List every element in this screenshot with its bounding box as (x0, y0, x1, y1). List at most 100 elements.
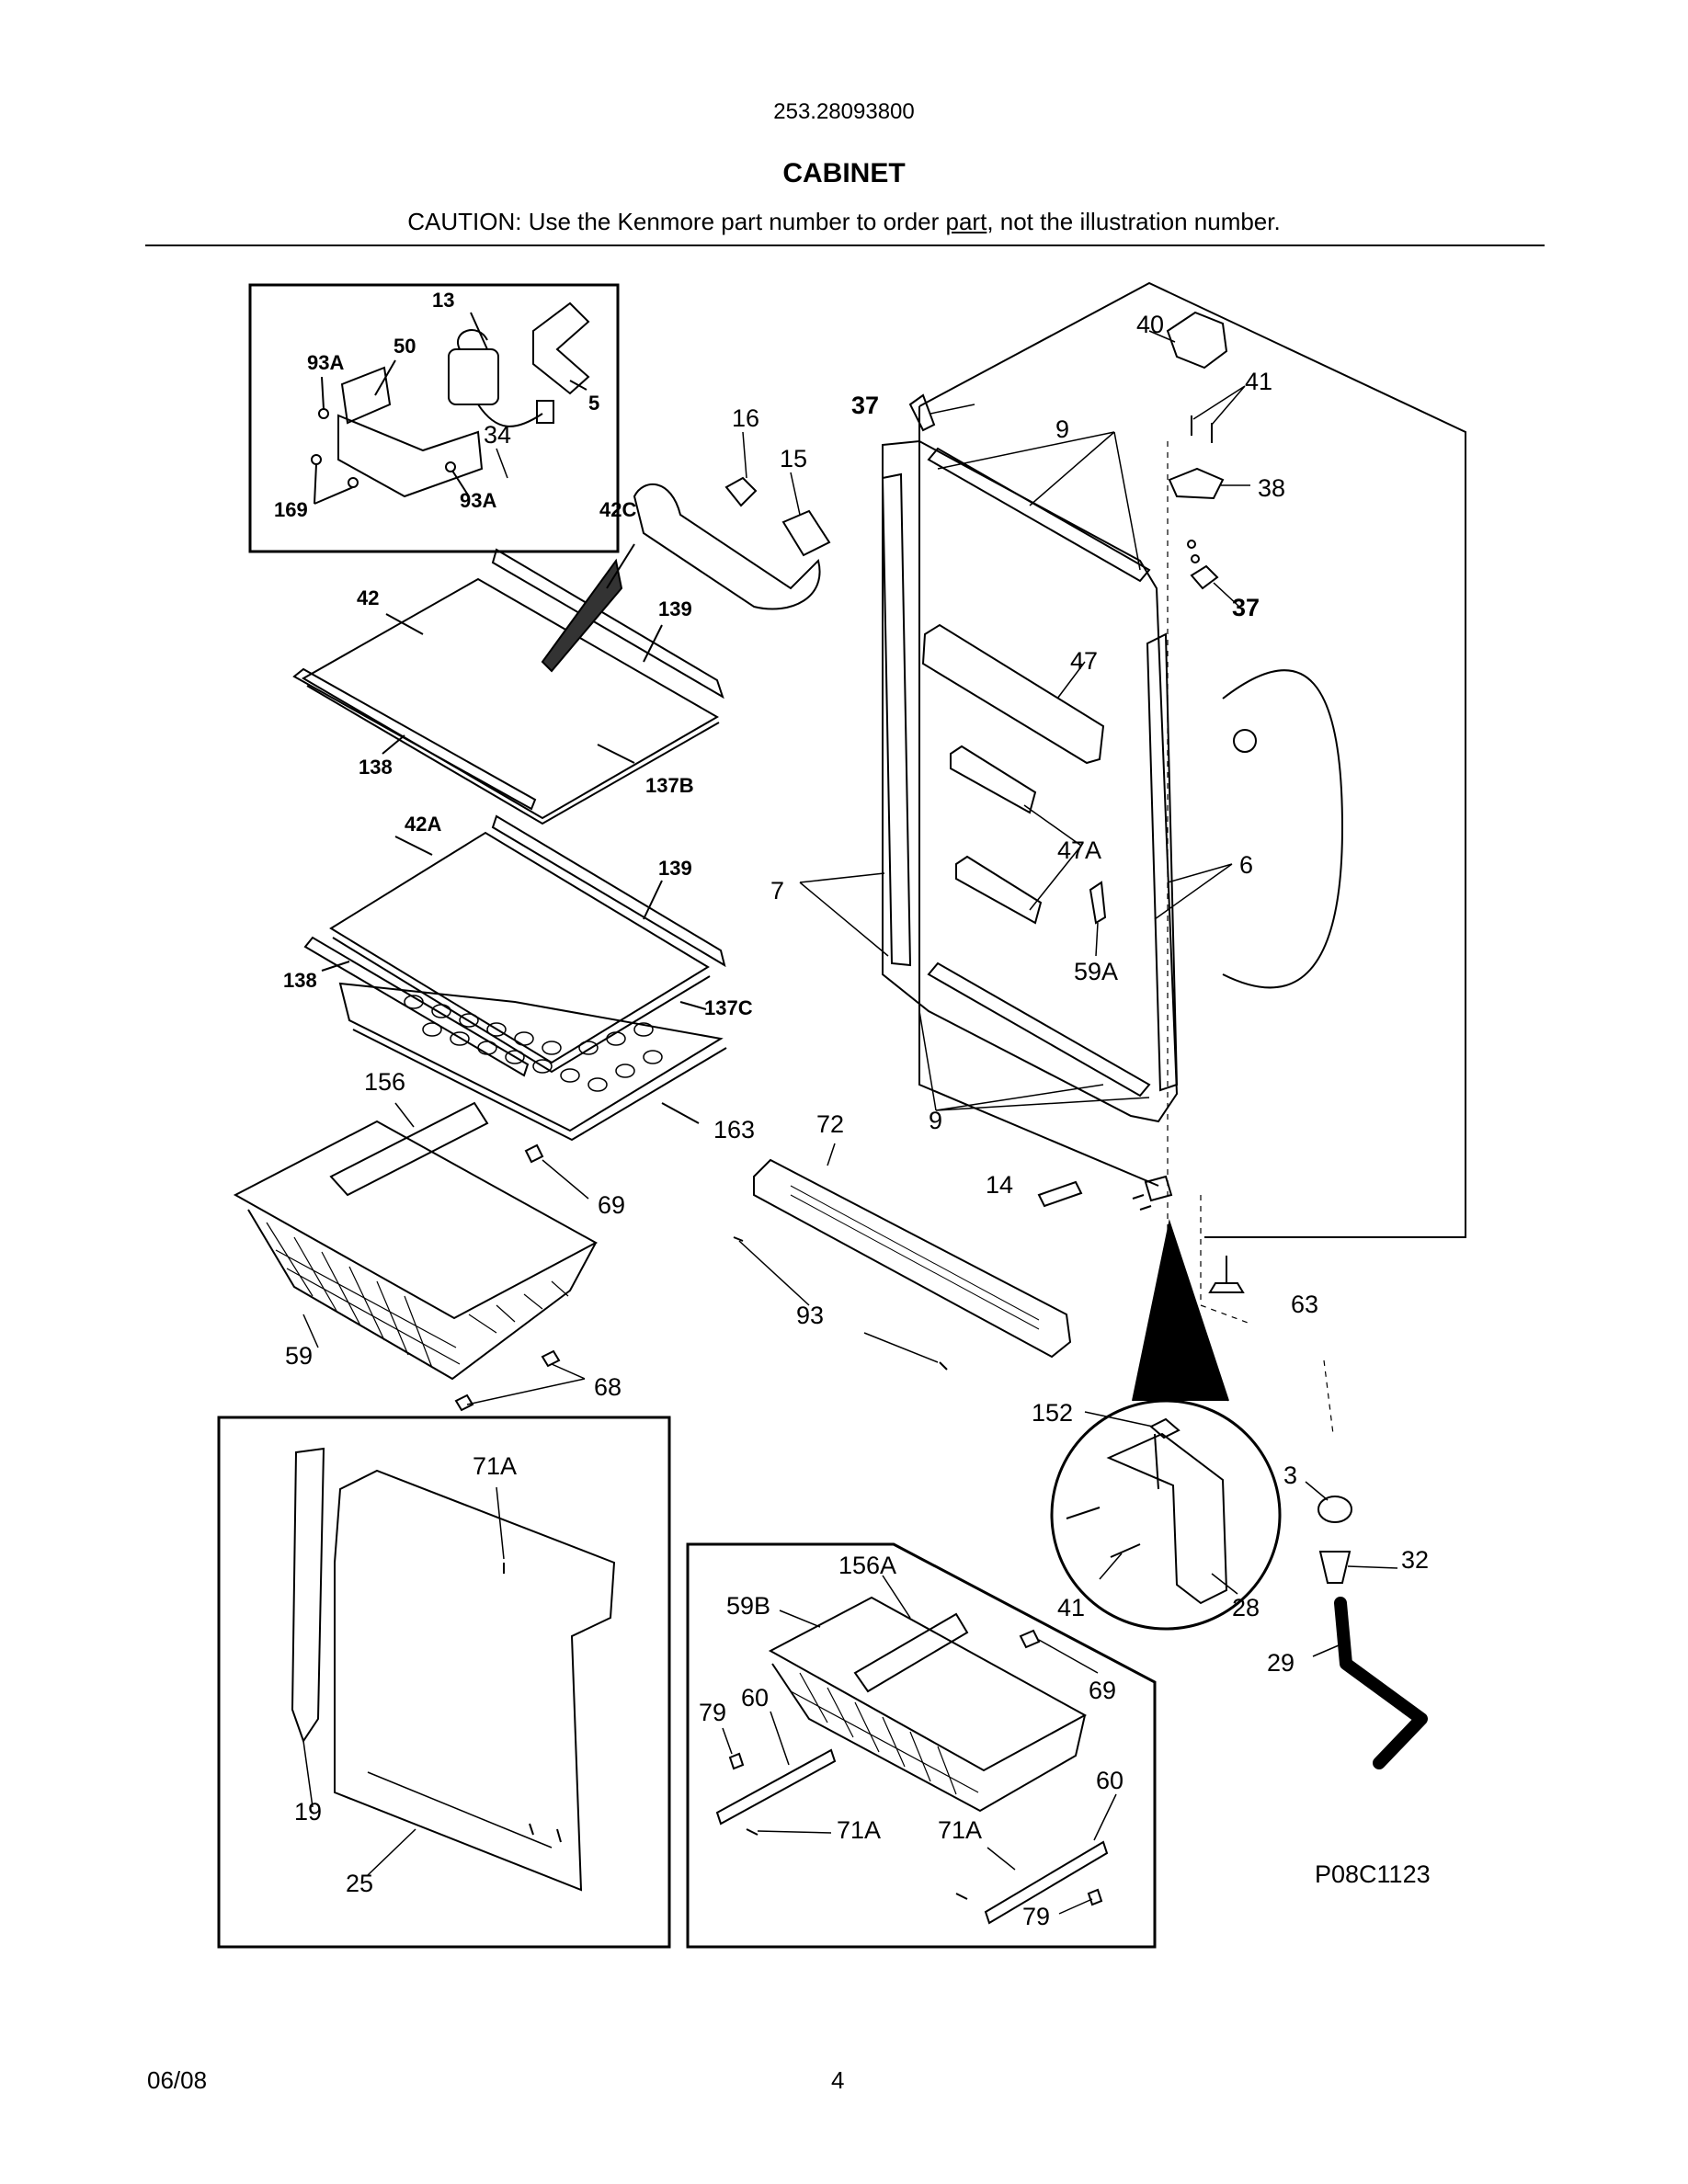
kickplate-72 (753, 1158, 1072, 1359)
callout-3: 3 (1283, 1462, 1297, 1489)
callout-9-top: 9 (1055, 415, 1069, 443)
callout-40: 40 (1136, 311, 1164, 338)
bushing-32 (1318, 1551, 1352, 1584)
shelf-163-edge (352, 1029, 727, 1142)
callout-69: 69 (598, 1191, 625, 1219)
trim-139-middle (491, 814, 726, 968)
light-shield-34 (633, 483, 821, 610)
screw-71a-bottom-b (556, 1828, 562, 1843)
callout-79-right: 79 (1022, 1903, 1050, 1930)
screw-93a (318, 408, 329, 419)
callout-28: 28 (1232, 1594, 1260, 1621)
callout-42: 42 (357, 586, 379, 609)
leg-components: 3 32 29 (1267, 1359, 1429, 1769)
callout-42c: 42C (599, 498, 636, 521)
hinge-pin (1154, 1433, 1159, 1490)
caution-prefix: CAUTION: Use the Kenmore part number to … (407, 208, 946, 235)
washer-b (1191, 554, 1200, 563)
washer-152 (1149, 1417, 1180, 1439)
callout-69-inset: 69 (1089, 1677, 1116, 1704)
fan-motor-inset: 13 93A 50 5 169 93A (248, 283, 620, 553)
callout-50: 50 (393, 335, 416, 358)
callout-71a-inset-b: 71A (938, 1816, 982, 1844)
callout-60-left: 60 (741, 1684, 769, 1712)
footer-date: 06/08 (147, 2066, 208, 2094)
motor-bracket (337, 414, 484, 498)
divider-156a (853, 1612, 969, 1693)
callout-15: 15 (780, 445, 807, 472)
lower-hinge-plate (1144, 1175, 1173, 1202)
shelf-support-47a-upper (950, 745, 1037, 814)
model-number: 253.28093800 (773, 99, 915, 124)
caution-suffix: , not the illustration number. (987, 208, 1281, 235)
breaker-9-bottom (927, 961, 1151, 1098)
fan-blade (532, 301, 590, 395)
screw-71a-inset-b (955, 1893, 968, 1900)
callout-41-detail: 41 (1057, 1594, 1085, 1621)
detail-circle (1050, 1399, 1282, 1631)
cover-slot (367, 1771, 553, 1848)
screw-93a-kick (733, 1236, 744, 1242)
callout-47a: 47A (1057, 836, 1101, 864)
callout-6: 6 (1239, 851, 1253, 879)
shelf-163 (338, 982, 724, 1132)
callout-152: 152 (1032, 1399, 1073, 1427)
cabinet-outline (918, 281, 1466, 1238)
screw-41-detail-b (1110, 1543, 1141, 1558)
motor-wires (457, 329, 488, 350)
callout-34: 34 (484, 421, 511, 449)
page-number: 4 (831, 2066, 845, 2094)
callout-59: 59 (285, 1342, 313, 1370)
rail-60-right (984, 1840, 1109, 1925)
shelf-assemblies: 42C 42 139 138 137B 42A 139 138 137C 163 (283, 498, 755, 1143)
caution-note: CAUTION: Use the Kenmore part number to … (0, 208, 1688, 236)
connector (536, 400, 554, 424)
trim-138-middle (303, 936, 530, 1077)
basket-inset: 156A 59B 69 79 60 71A 71A 60 79 (686, 1542, 1157, 1949)
cap-37-top (908, 393, 936, 432)
section-title: CABINET (782, 158, 906, 188)
divider-156 (329, 1101, 489, 1197)
callout-138: 138 (359, 756, 393, 779)
light-assembly (496, 431, 831, 610)
washer-a (1187, 540, 1196, 549)
leader-34 (496, 448, 508, 479)
callout-93a-lower: 93A (460, 489, 496, 512)
callout-139-lower: 139 (658, 857, 692, 880)
cover-25 (334, 1469, 616, 1892)
kickplate-leaders (738, 1143, 939, 1363)
screw-lower-b (1139, 1205, 1152, 1211)
screw-169b (348, 477, 359, 488)
cover-inset: 71A 19 25 (217, 1416, 671, 1949)
callout-38: 38 (1258, 474, 1285, 502)
hinge-cover-40 (1166, 311, 1228, 370)
callout-71a-cover: 71A (473, 1452, 517, 1480)
freezer-basket-59: 156 69 59 68 (233, 1068, 625, 1412)
callout-9-bottom: 9 (929, 1107, 942, 1134)
clip-79-right (1087, 1888, 1103, 1906)
detail-leaders (1084, 1411, 1238, 1595)
callout-71a-inset-a: 71A (837, 1816, 881, 1844)
motor-harness (477, 404, 543, 427)
callout-32: 32 (1401, 1546, 1429, 1574)
callout-59b: 59B (726, 1592, 770, 1620)
callout-79-left: 79 (699, 1699, 726, 1726)
callout-37-right: 37 (1232, 594, 1260, 621)
hinge-38 (1168, 467, 1225, 500)
callout-139: 139 (658, 597, 692, 620)
side-panel-bulge (1222, 669, 1344, 989)
basket-rim (233, 1120, 599, 1320)
trim-19 (291, 1447, 325, 1744)
shelf-163-holes (404, 995, 663, 1092)
shelf-42a-edge (332, 937, 711, 1074)
gasket-6 (1146, 632, 1179, 1092)
stopper-68a (541, 1349, 561, 1368)
leg-guide (1200, 1195, 1251, 1325)
leg-leaders (1305, 1481, 1398, 1657)
door-liner-frame (882, 439, 1179, 1123)
cover-leaders (302, 1486, 505, 1876)
side-plug (1233, 729, 1257, 753)
callout-163: 163 (713, 1116, 755, 1143)
cabinet-body: 34 16 15 37 9 40 41 38 37 47 47A 7 6 59A… (484, 281, 1466, 1325)
